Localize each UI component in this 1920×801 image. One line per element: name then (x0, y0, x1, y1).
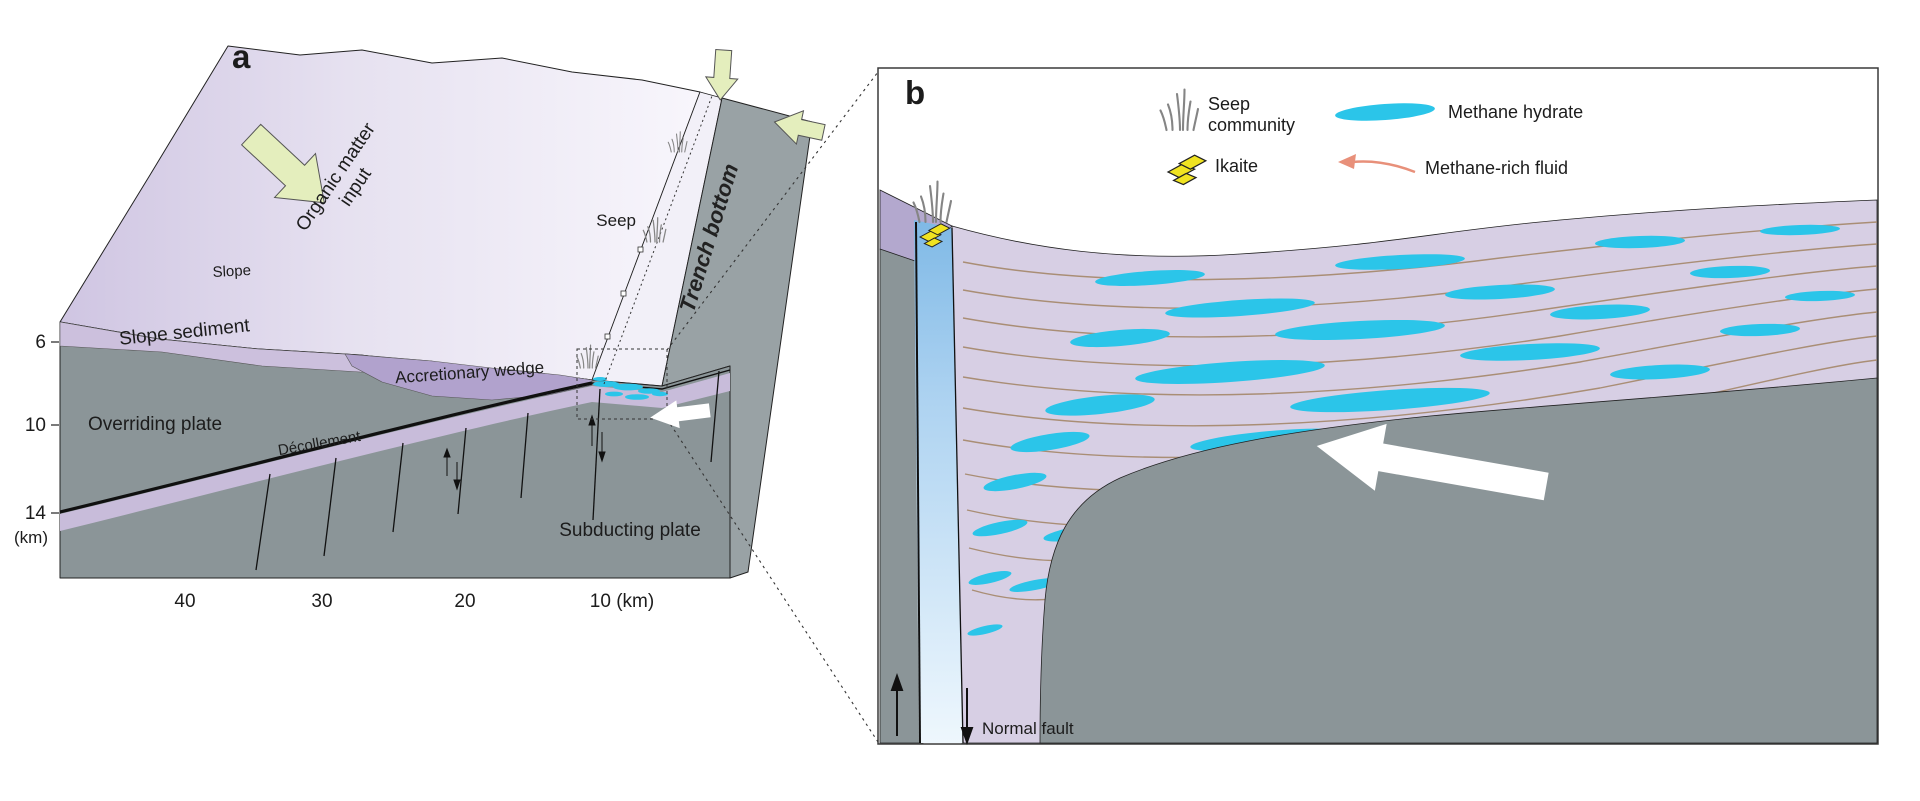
convergence-arrow-left-icon (773, 109, 826, 146)
methane-hydrate-lens (1135, 360, 1325, 384)
normal-fault-line (255, 473, 271, 571)
methane-hydrate-lens (1165, 298, 1315, 318)
decollement-line (59, 381, 593, 514)
methane-hydrate-lens (652, 391, 668, 397)
methane-hydrate-lens (1445, 284, 1555, 300)
depth-axis-ticks (51, 341, 59, 514)
methane-hydrate-lens (1275, 319, 1445, 341)
basement-body (1039, 377, 1878, 744)
strata-line (962, 311, 1878, 396)
methane-hydrate-lens (1550, 304, 1650, 320)
column-fault-left (915, 221, 921, 744)
distance-tick-20: 20 (454, 591, 475, 612)
methane-hydrate-lens (1460, 343, 1600, 361)
methane-hydrate-lens (1290, 387, 1490, 413)
methane-hydrate-swatch (1335, 103, 1435, 121)
normal-fault-line (457, 427, 467, 515)
normal-fault-line (710, 370, 720, 463)
methane-hydrate-lens (983, 472, 1047, 492)
plate-motion-arrow-large (1316, 423, 1549, 501)
methane-hydrate-lens (1785, 290, 1855, 302)
distance-tick-30: 30 (311, 591, 332, 612)
panel-a-label: a (232, 38, 251, 75)
organic-input-arrow-icon (240, 123, 325, 204)
methane-hydrate-lens (1045, 394, 1155, 416)
seep-site-squares (604, 246, 644, 340)
strata-line (962, 335, 1878, 427)
seep-label: Seep (596, 211, 636, 230)
methane-hydrate-lens (972, 519, 1028, 537)
methane-fluid-arrow-icon (1351, 160, 1416, 174)
fault-slip-arrows-b (890, 673, 974, 745)
methane-hydrate-lens (605, 391, 623, 397)
distance-tick-10km: 10 (km) (590, 591, 654, 612)
methane-hydrate-lens (638, 388, 660, 394)
legend-methane-hydrate: Methane hydrate (1448, 102, 1583, 122)
normal-fault-line (392, 442, 404, 533)
trench-dotted-line (603, 95, 713, 385)
normal-fault-line (592, 388, 601, 521)
methane-hydrate-lens (1720, 323, 1800, 337)
fluid-column (914, 220, 963, 743)
panel-b-label: b (905, 74, 925, 111)
hydrate-lenses-a (593, 377, 668, 400)
methane-hydrate-lens (1610, 364, 1710, 380)
legend: Seep community Methane hydrate Ikaite Me… (1159, 88, 1583, 186)
methane-fluid-arrow-head (1338, 154, 1356, 169)
depth-tick-14: 14 (25, 503, 47, 524)
distance-tick-40: 40 (174, 591, 195, 612)
legend-seep-line2: community (1208, 115, 1295, 135)
methane-hydrate-lens (613, 383, 643, 391)
methane-hydrate-lens (1690, 265, 1770, 279)
slope-label: Slope (212, 262, 251, 281)
zoom-box (576, 348, 668, 420)
legend-methane-rich-fluid: Methane-rich fluid (1425, 158, 1568, 178)
normal-fault-label: Normal fault (982, 719, 1074, 738)
column-fault-right (951, 227, 964, 744)
methane-hydrate-lens (1595, 235, 1685, 249)
methane-hydrate-lens (967, 624, 1003, 636)
methane-hydrate-lens (593, 377, 607, 381)
panel-a: a Organic matter input Slope Slope sedim… (14, 38, 879, 743)
fault-slip-arrows (443, 414, 606, 491)
strata-line (962, 288, 1878, 367)
depth-tick-6: 6 (35, 332, 46, 353)
plate-motion-arrow-small (650, 400, 711, 429)
depth-axis-unit: (km) (14, 528, 48, 547)
normal-fault-line (520, 412, 529, 499)
methane-hydrate-lens (968, 571, 1012, 585)
accretionary-wedge-shape (344, 353, 593, 401)
legend-seep-line1: Seep (1208, 94, 1250, 114)
methane-hydrate-lens (1335, 254, 1465, 270)
methane-hydrate-lens (1095, 270, 1205, 286)
methane-hydrate-lens (1010, 431, 1090, 453)
depth-tick-10: 10 (25, 415, 46, 436)
methane-hydrate-lens (625, 394, 649, 400)
subducting-plate-label: Subducting plate (559, 520, 701, 541)
methane-hydrate-lens (1760, 224, 1840, 236)
panel-b: Normal fault Seep community Methane hydr… (877, 67, 1879, 745)
methane-hydrate-lens (593, 381, 619, 387)
normal-fault-line (323, 457, 337, 557)
legend-ikaite: Ikaite (1215, 156, 1258, 176)
convergence-arrow-down-icon (704, 48, 739, 101)
normal-fault-lines (255, 370, 720, 571)
methane-hydrate-lens (1070, 328, 1170, 348)
overriding-plate-label: Overriding plate (88, 414, 222, 435)
